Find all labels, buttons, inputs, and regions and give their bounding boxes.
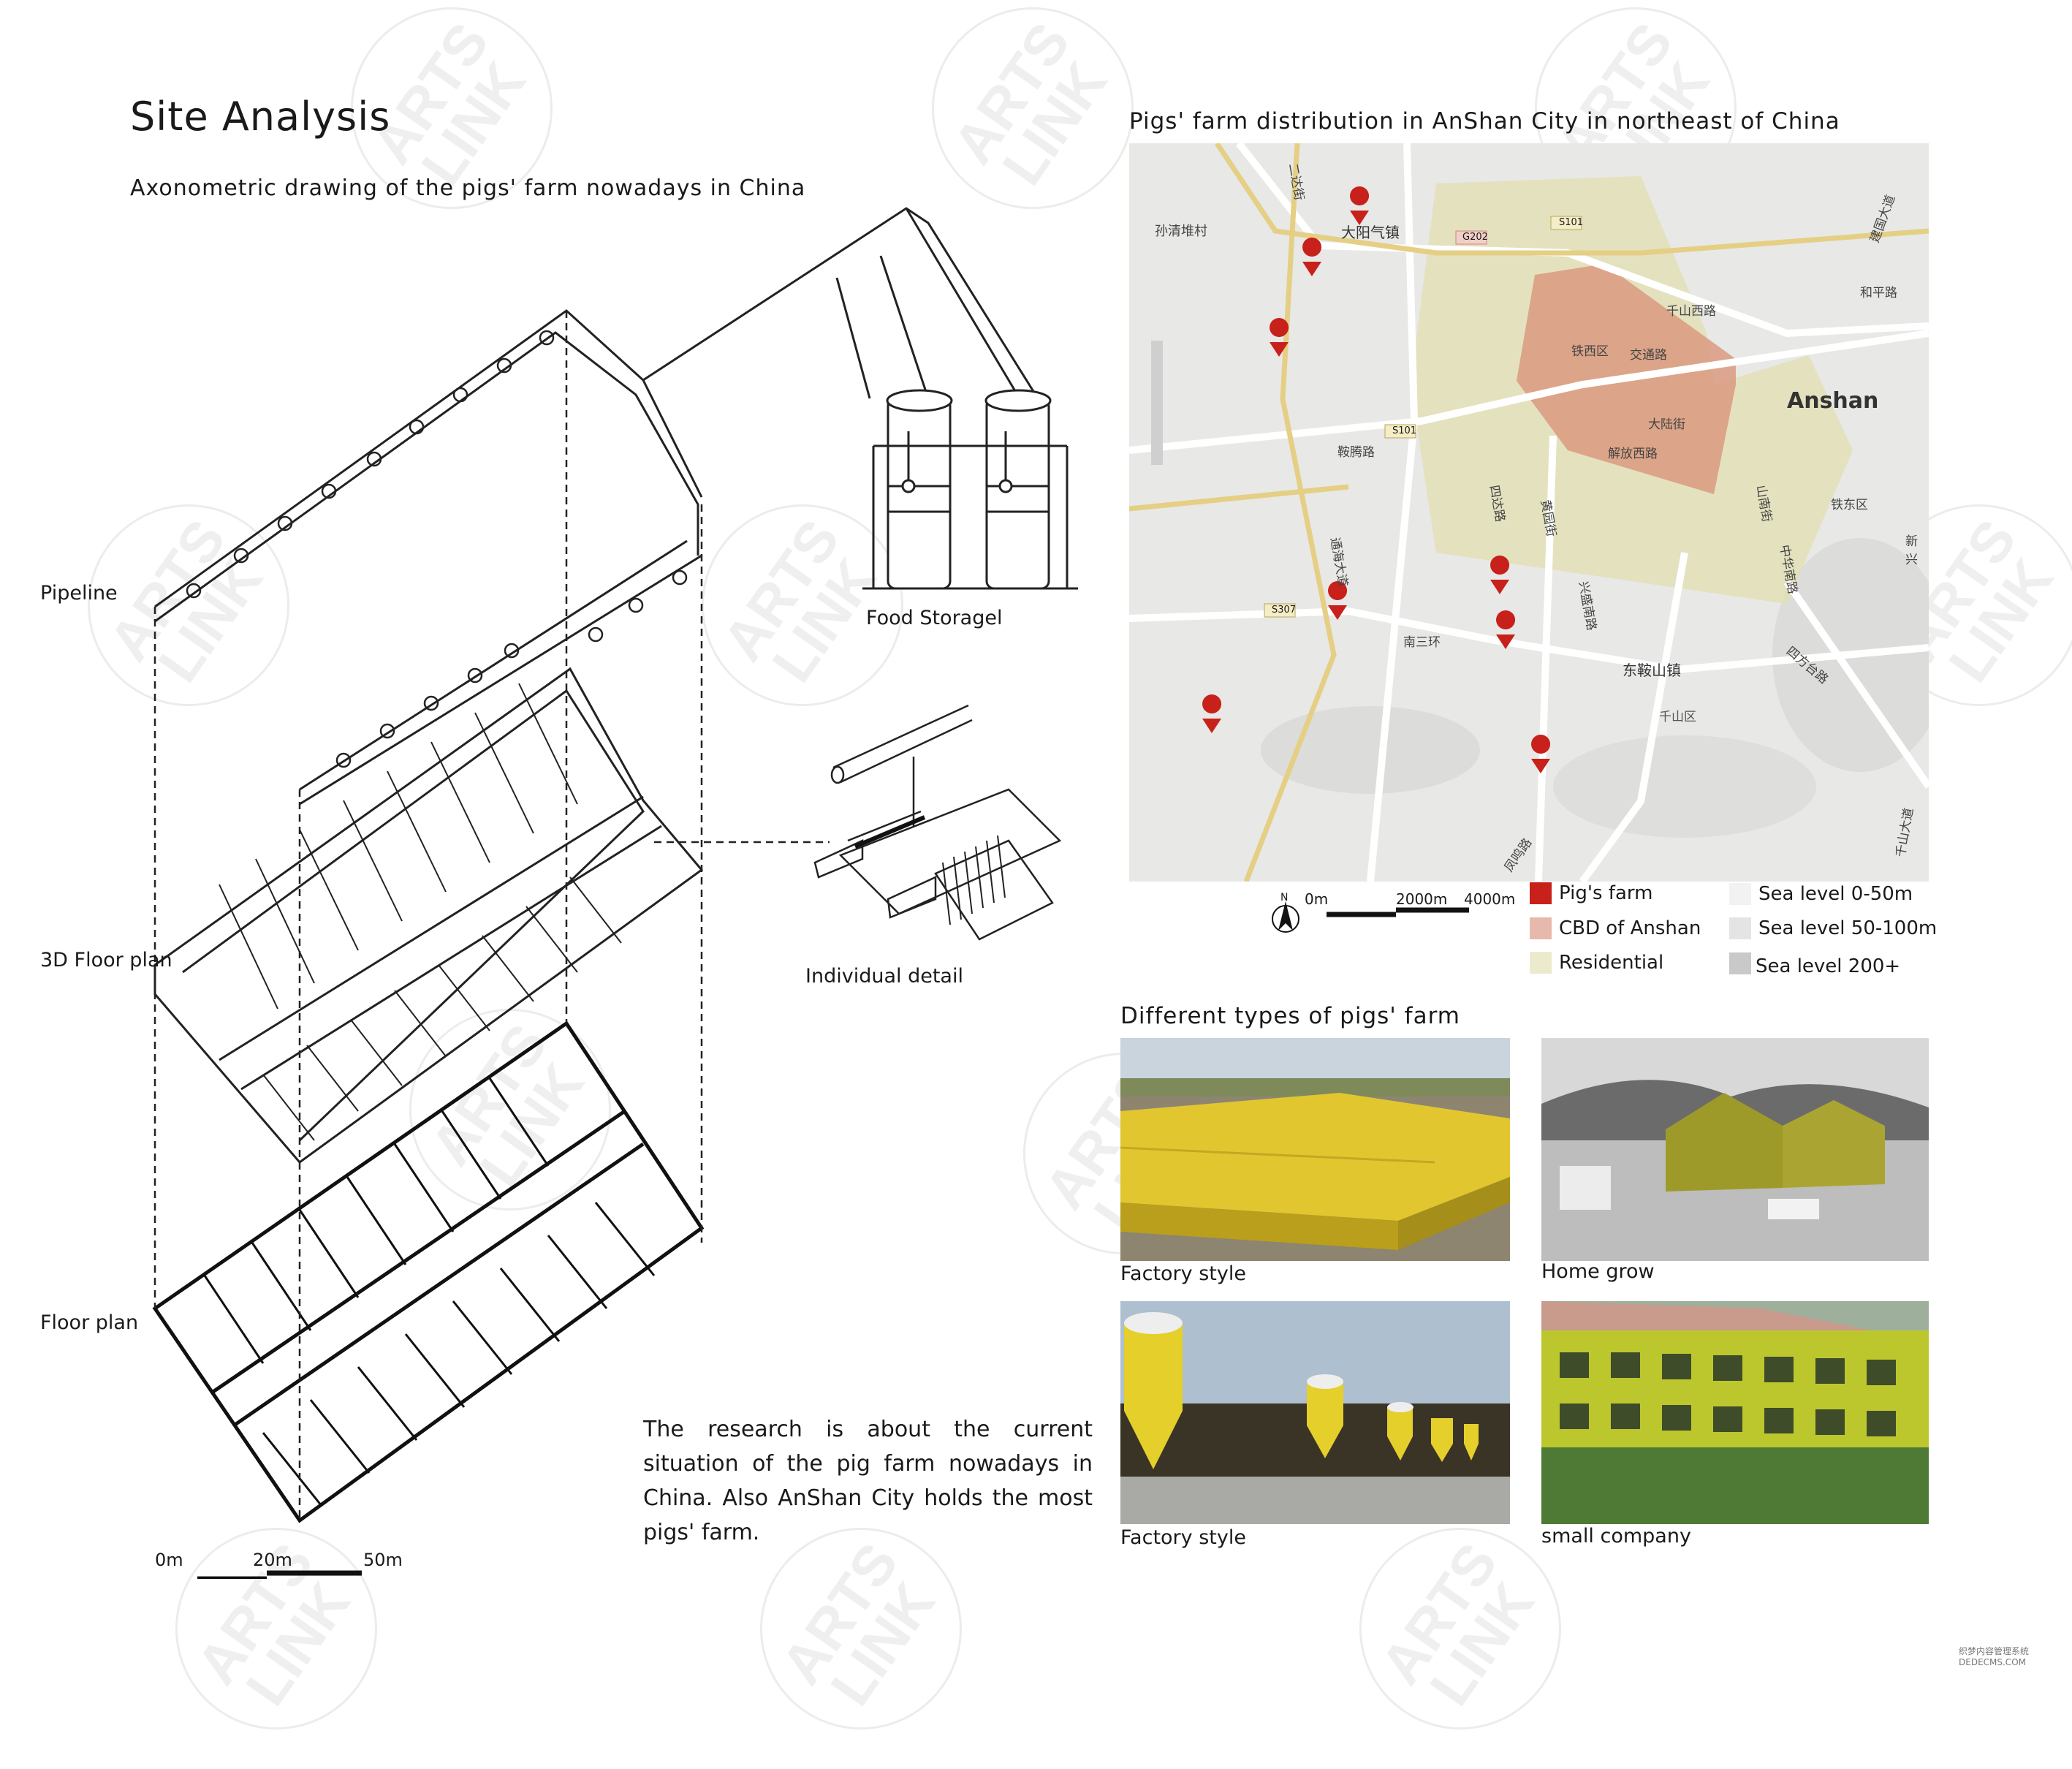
research-text: The research is about the current situat… (643, 1417, 1093, 1545)
map-place: 铁东区 (1831, 498, 1868, 512)
page-title: Site Analysis (130, 94, 391, 140)
road-badge: S307 (1272, 605, 1297, 615)
legend-label: Sea level 0-50m (1758, 883, 1913, 905)
map-scale-0: 0m (1305, 890, 1329, 908)
label-floor-plan: Floor plan (40, 1311, 139, 1334)
legend-swatch (1729, 952, 1751, 974)
map-place: 孙清堆村 (1155, 224, 1207, 239)
photo-factory-style-1 (1120, 1038, 1510, 1261)
map-place: 交通路 (1630, 348, 1667, 363)
label-3d-floor-plan: 3D Floor plan (40, 949, 172, 971)
map-place: 解放西路 (1608, 447, 1658, 461)
photo-small-company (1541, 1301, 1929, 1524)
photo-caption: Factory style (1120, 1526, 1246, 1549)
label-pipeline: Pipeline (40, 582, 118, 605)
road-badge: S101 (1392, 425, 1417, 436)
legend-label: Pig's farm (1559, 882, 1653, 904)
road-badge: G202 (1462, 232, 1488, 243)
legend-label: CBD of Anshan (1559, 917, 1701, 939)
legend-swatch (1530, 917, 1552, 939)
map-place: 东鞍山镇 (1623, 662, 1681, 679)
scale-label-0: 0m (155, 1550, 183, 1570)
map-place: 铁西区 (1571, 344, 1609, 359)
road-badge: S101 (1559, 217, 1584, 228)
map-place: 鞍腾路 (1337, 445, 1375, 460)
legend-label: Residential (1559, 952, 1664, 974)
legend-swatch (1729, 917, 1751, 939)
map-place: 大陆街 (1648, 417, 1685, 432)
legend-label: Sea level 200+ (1756, 955, 1901, 977)
scale-label-20: 20m (253, 1550, 292, 1570)
map-city-label: Anshan (1787, 388, 1879, 414)
map-place: 千山西路 (1666, 304, 1716, 319)
map-place: 南三环 (1403, 635, 1441, 650)
distribution-map: S101 G202 S101 S307 Anshan 孙清堆村 大阳气镇 铁西区… (1129, 143, 1929, 882)
photo-home-grow (1541, 1038, 1929, 1261)
photo-caption: Factory style (1120, 1262, 1246, 1285)
map-place: 千山区 (1659, 710, 1696, 724)
north-label: N (1280, 892, 1289, 904)
label-individual-detail: Individual detail (805, 965, 963, 988)
photo-caption: Home grow (1541, 1260, 1655, 1283)
drawing-subtitle: Axonometric drawing of the pigs' farm no… (130, 175, 806, 201)
photo-caption: small company (1541, 1525, 1691, 1548)
map-scale-2000: 2000m (1396, 890, 1448, 908)
map-scale-4000: 4000m (1464, 890, 1516, 908)
footer-mark: 织梦内容管理系统 DEDECMS.COM (1959, 1646, 2030, 1667)
map-place: 大阳气镇 (1341, 224, 1400, 241)
label-food-storage: Food Storagel (866, 607, 1003, 629)
photo-factory-style-2 (1120, 1301, 1510, 1524)
legend-swatch (1530, 882, 1552, 904)
legend-swatch (1530, 952, 1552, 974)
axonometric-drawing (152, 207, 1078, 1579)
map-title: Pigs' farm distribution in AnShan City i… (1129, 108, 1840, 135)
legend-swatch (1729, 883, 1751, 905)
types-title: Different types of pigs' farm (1120, 1003, 1460, 1029)
map-place: 新兴 (1905, 534, 1918, 567)
scale-label-50: 50m (363, 1550, 403, 1570)
map-scale-bar (1272, 901, 1469, 933)
map-place: 和平路 (1860, 286, 1897, 300)
legend-label: Sea level 50-100m (1758, 917, 1938, 939)
